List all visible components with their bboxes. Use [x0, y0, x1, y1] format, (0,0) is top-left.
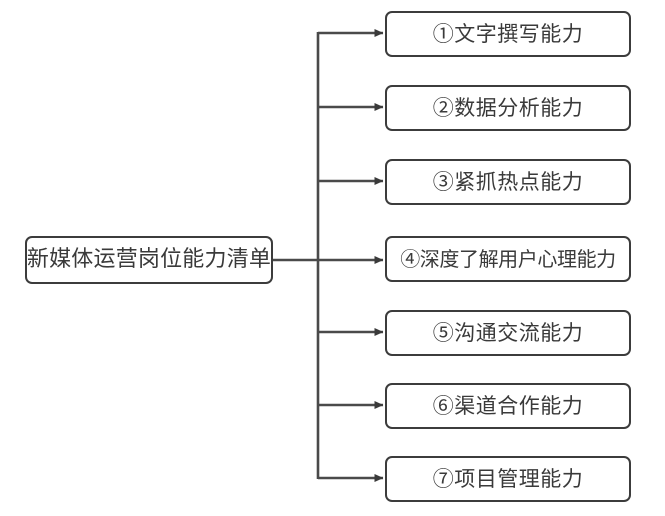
capability-node-3[interactable]: ③紧抓热点能力: [385, 159, 631, 205]
capability-node-4[interactable]: ④深度了解用户心理能力: [385, 236, 631, 282]
capability-node-4-label: ④深度了解用户心理能力: [400, 247, 616, 271]
capability-node-3-label: ③紧抓热点能力: [432, 169, 584, 194]
capability-node-6-label: ⑥渠道合作能力: [432, 393, 584, 418]
capability-node-2-label: ②数据分析能力: [432, 95, 584, 120]
capability-node-6[interactable]: ⑥渠道合作能力: [385, 383, 631, 429]
capability-node-5[interactable]: ⑤沟通交流能力: [385, 310, 631, 356]
capability-node-2[interactable]: ②数据分析能力: [385, 85, 631, 131]
root-node[interactable]: 新媒体运营岗位能力清单: [25, 236, 273, 284]
capability-node-7-label: ⑦项目管理能力: [432, 466, 584, 491]
capability-node-7[interactable]: ⑦项目管理能力: [385, 456, 631, 502]
capability-node-1-label: ①文字撰写能力: [432, 21, 584, 46]
capability-node-5-label: ⑤沟通交流能力: [432, 320, 584, 345]
capability-node-1[interactable]: ①文字撰写能力: [385, 11, 631, 57]
root-node-label: 新媒体运营岗位能力清单: [26, 247, 272, 272]
